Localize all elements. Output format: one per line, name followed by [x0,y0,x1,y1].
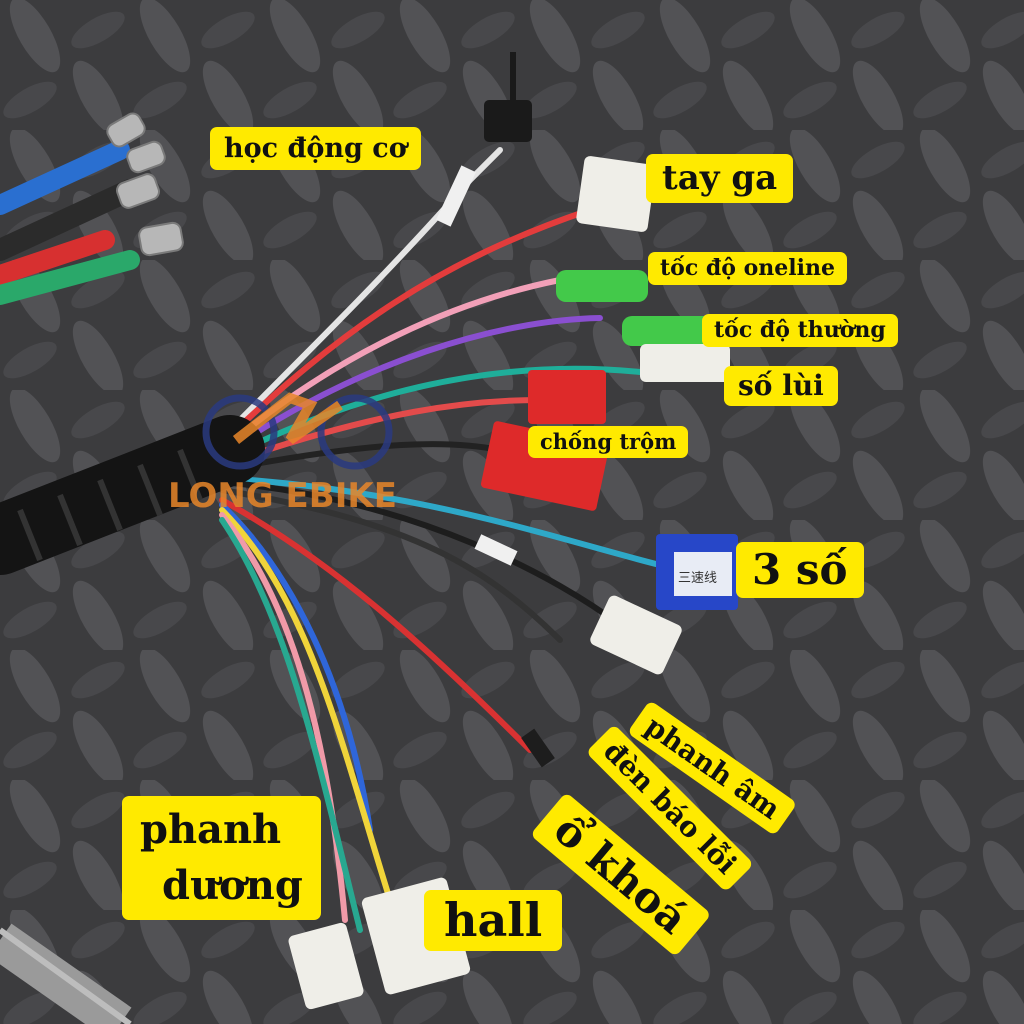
label-phanh-duong-line1: phanh [140,806,282,853]
long-ebike-logo [202,392,393,470]
label-3-so: 3 số [736,542,864,599]
phanh-duong-connector [288,922,364,1010]
label-phanh-duong: phanh dương [122,796,321,920]
hoc-dong-co-connector [484,100,532,142]
tay-ga-connector [576,156,656,232]
grey-cable [0,923,132,1024]
motor-phase-wires [0,140,141,305]
label-so-lui: số lùi [724,366,838,407]
label-phanh-duong-line2: dương [162,862,303,909]
label-tay-ga: tay ga [646,154,794,204]
so-lui-connector [640,344,730,382]
label-toc-do-thuong: tốc độ thường [702,314,898,348]
label-chong-trom: chống trộm [528,426,689,459]
oneline-connector [556,270,648,302]
logo-text: LONG EBIKE [168,476,397,516]
ring-terminals [106,112,184,257]
thuong-connector [622,316,714,346]
label-toc-do-oneline: tốc độ oneline [648,252,847,286]
label-hoc-dong-co: học động cơ [210,127,421,171]
phanh-am-connector [590,595,682,675]
red-connector-1 [528,370,606,424]
spiral-wrap [0,415,265,575]
label-hall: hall [424,890,563,951]
connectors: 三速线 [288,52,738,1010]
blue-connector-text: 三速线 [678,571,717,586]
